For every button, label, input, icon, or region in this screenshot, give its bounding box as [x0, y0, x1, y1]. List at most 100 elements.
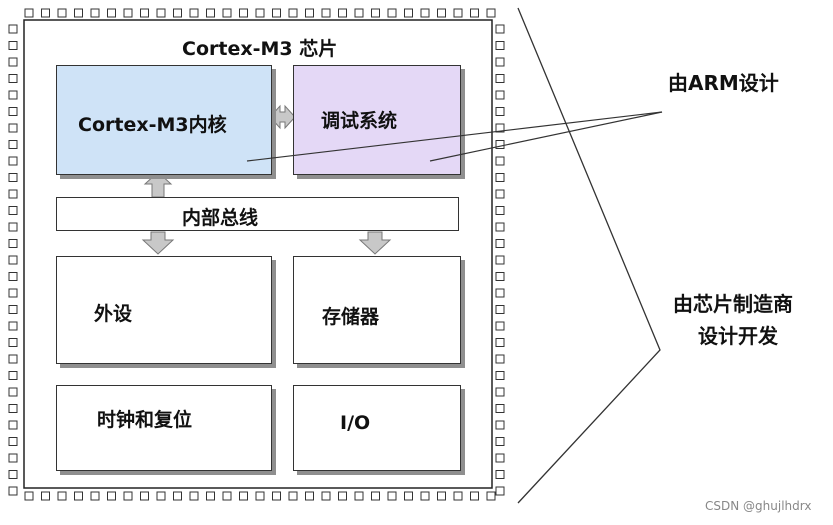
- chip-pin: [453, 491, 463, 501]
- chip-pin: [239, 8, 248, 18]
- chip-pin: [305, 491, 314, 501]
- chip-pin: [41, 491, 50, 501]
- chip-pin: [495, 305, 505, 314]
- vendor-annotation-line1: 由芯片制造商: [673, 292, 793, 316]
- chip-pin: [495, 387, 505, 397]
- internal-bus-block: [56, 197, 459, 231]
- chip-pin: [495, 156, 505, 166]
- chip-pin: [354, 8, 364, 18]
- chip-pin: [8, 354, 18, 364]
- chip-pin: [8, 90, 18, 100]
- chip-pin: [206, 8, 215, 18]
- chip-pin: [239, 491, 248, 501]
- peripheral-label: 外设: [94, 303, 133, 325]
- chip-pin: [387, 8, 397, 18]
- chip-pin: [8, 156, 18, 166]
- chip-pin: [8, 189, 18, 199]
- chip-pin: [486, 8, 496, 18]
- bus-to-memory-arrow: [358, 231, 392, 255]
- memory-label: 存储器: [322, 306, 380, 328]
- chip-pin: [8, 24, 18, 34]
- bus-label: 内部总线: [182, 207, 259, 229]
- watermark-text: CSDN @ghujlhdrx: [705, 499, 812, 513]
- chip-pin: [8, 222, 18, 232]
- chip-pin: [321, 491, 331, 501]
- chip-pin: [420, 8, 430, 18]
- chip-pin: [495, 255, 505, 265]
- io-block: [293, 385, 461, 471]
- chip-pin: [24, 491, 34, 501]
- chip-pin: [305, 8, 314, 18]
- chip-pin: [288, 8, 298, 18]
- chip-pin: [8, 486, 18, 496]
- chip-pin: [470, 491, 479, 501]
- chip-pin: [404, 491, 413, 501]
- chip-pin: [495, 74, 505, 83]
- chip-pin: [156, 491, 166, 501]
- chip-pin: [140, 491, 149, 501]
- chip-pin: [107, 491, 116, 501]
- arm-design-annotation: 由ARM设计: [668, 71, 779, 95]
- chip-pin: [74, 491, 83, 501]
- io-label: I/O: [340, 412, 371, 434]
- chip-pin: [495, 272, 505, 281]
- chip-pin: [371, 8, 380, 18]
- chip-pin: [8, 470, 18, 479]
- chip-pin: [321, 8, 331, 18]
- chip-pin: [173, 491, 182, 501]
- chip-pin: [495, 420, 505, 430]
- chip-pin: [8, 288, 18, 298]
- chip-pin: [338, 491, 347, 501]
- chip-pin: [495, 90, 505, 100]
- chip-pin: [272, 8, 281, 18]
- clock-reset-label: 时钟和复位: [97, 409, 193, 431]
- chip-pin: [495, 453, 505, 463]
- clock-reset-block: [56, 385, 272, 471]
- cortex-m3-core-block: [56, 65, 272, 175]
- chip-pin: [8, 206, 18, 215]
- chip-pin: [206, 491, 215, 501]
- chip-pin: [173, 8, 182, 18]
- chip-pin: [8, 140, 18, 149]
- chip-pin: [57, 491, 67, 501]
- chip-pins-top: [24, 8, 496, 18]
- chip-pin: [8, 123, 18, 133]
- chip-pin: [8, 338, 18, 347]
- chip-pin: [8, 453, 18, 463]
- chip-pin: [486, 491, 496, 501]
- chip-pin: [8, 404, 18, 413]
- chip-pin: [420, 491, 430, 501]
- chip-pin: [8, 41, 18, 50]
- peripheral-block: [56, 256, 272, 364]
- chip-pin: [8, 420, 18, 430]
- chip-pin: [371, 491, 380, 501]
- chip-pin: [495, 354, 505, 364]
- chip-pin: [338, 8, 347, 18]
- chip-pin: [495, 239, 505, 248]
- chip-pin: [222, 491, 232, 501]
- chip-pin: [495, 24, 505, 34]
- chip-pin: [90, 491, 100, 501]
- chip-pin: [156, 8, 166, 18]
- chip-pin: [8, 437, 18, 446]
- bus-to-peripheral-arrow: [141, 231, 175, 255]
- chip-pin: [495, 222, 505, 232]
- vendor-annotation-line2: 设计开发: [698, 324, 778, 348]
- chip-pins-left: [8, 24, 18, 496]
- chip-pin: [123, 491, 133, 501]
- chip-pin: [8, 107, 18, 116]
- chip-pin: [8, 74, 18, 83]
- chip-pin: [189, 491, 199, 501]
- chip-pins-bottom: [24, 491, 496, 501]
- chip-pin: [495, 123, 505, 133]
- chip-pin: [90, 8, 100, 18]
- chip-pin: [8, 305, 18, 314]
- chip-pin: [495, 321, 505, 331]
- chip-pin: [495, 173, 505, 182]
- chip-pin: [354, 491, 364, 501]
- chip-pin: [495, 338, 505, 347]
- chip-pin: [8, 255, 18, 265]
- chip-pin: [189, 8, 199, 18]
- chip-pin: [495, 189, 505, 199]
- chip-pin: [107, 8, 116, 18]
